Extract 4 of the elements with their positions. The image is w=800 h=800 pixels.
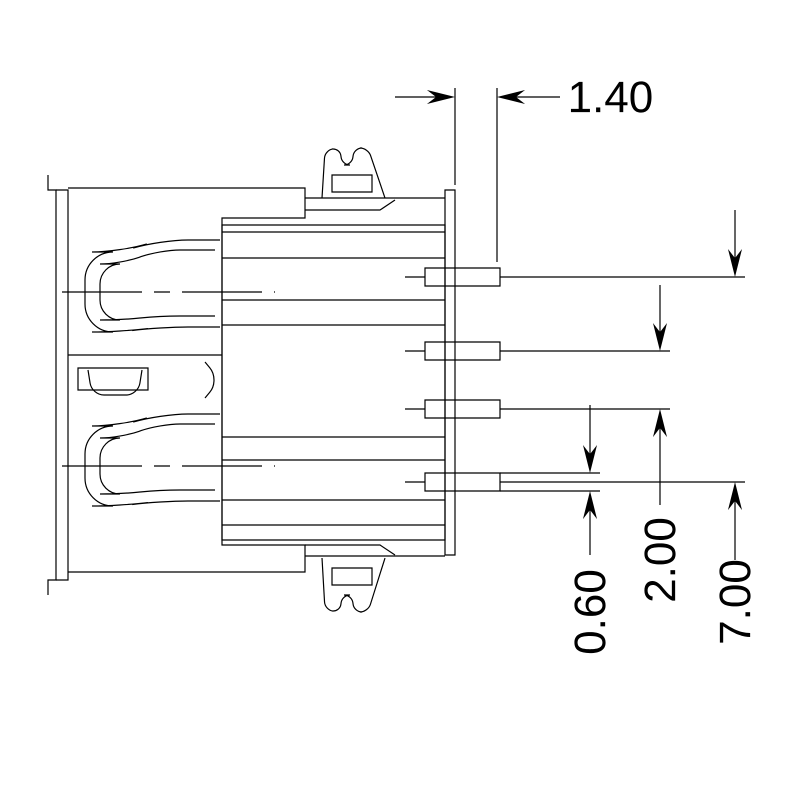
- dimension-label: 0.60: [574, 570, 606, 654]
- dimension-label: 2.00: [644, 518, 676, 601]
- dimension-label: 7.00: [719, 560, 751, 643]
- dimension-label: 1.40: [570, 81, 652, 113]
